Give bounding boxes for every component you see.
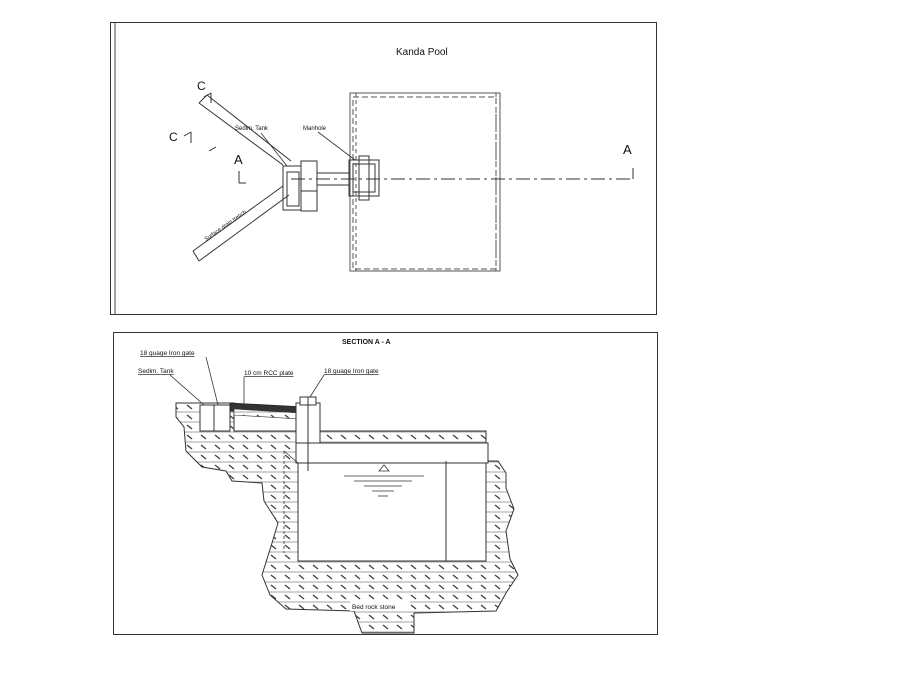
section-title: SECTION A - A xyxy=(342,339,391,346)
sedimentation-tank-section xyxy=(199,404,231,432)
bedrock-label-bg xyxy=(350,601,410,611)
gate-right-label: 18 guage Iron gate xyxy=(324,368,379,375)
manhole-leader xyxy=(317,131,356,161)
connecting-pipe xyxy=(301,172,349,192)
surface-drain-trench xyxy=(192,185,290,262)
manhole xyxy=(348,155,380,201)
plan-title: Kanda Pool xyxy=(396,47,448,58)
trench-label: Surface drain trench xyxy=(204,209,248,242)
water-level-symbol xyxy=(344,464,424,497)
section-view-drawing: SECTION A - A xyxy=(138,339,519,634)
manhole-label: Manhole xyxy=(303,126,327,132)
manhole-column xyxy=(295,396,321,471)
sedim-tank-section-leader xyxy=(169,374,205,406)
section-view-panel: SECTION A - A xyxy=(113,332,658,635)
plan-view-panel: Kanda Pool A A Surface dra xyxy=(110,22,657,315)
plan-view-drawing: Kanda Pool A A Surface dra xyxy=(114,23,634,314)
section-marker-c-upper: C xyxy=(197,79,206,93)
pool-cavity xyxy=(283,442,489,562)
section-line-a xyxy=(238,168,634,184)
sedim-tank-leader xyxy=(260,132,288,167)
gate-right-leader xyxy=(309,374,325,398)
section-marker-right: A xyxy=(623,142,632,157)
section-c-markers xyxy=(183,92,217,152)
pool-outline xyxy=(349,92,501,272)
sedim-tank-section-label: Sedim. Tank xyxy=(138,368,174,375)
bedrock-label: Bed rock stone xyxy=(352,604,396,611)
rcc-plate-label: 10 cm RCC plate xyxy=(244,370,294,377)
sedim-tank-label: Sedim. Tank xyxy=(235,126,269,132)
section-marker-c-lower: C xyxy=(169,130,178,144)
sedimentation-tank xyxy=(282,160,318,212)
section-marker-left: A xyxy=(234,152,243,167)
gate-left-label: 18 guage Iron gate xyxy=(140,350,195,357)
rcc-plate xyxy=(229,402,305,420)
gate-left-leader xyxy=(205,356,219,406)
